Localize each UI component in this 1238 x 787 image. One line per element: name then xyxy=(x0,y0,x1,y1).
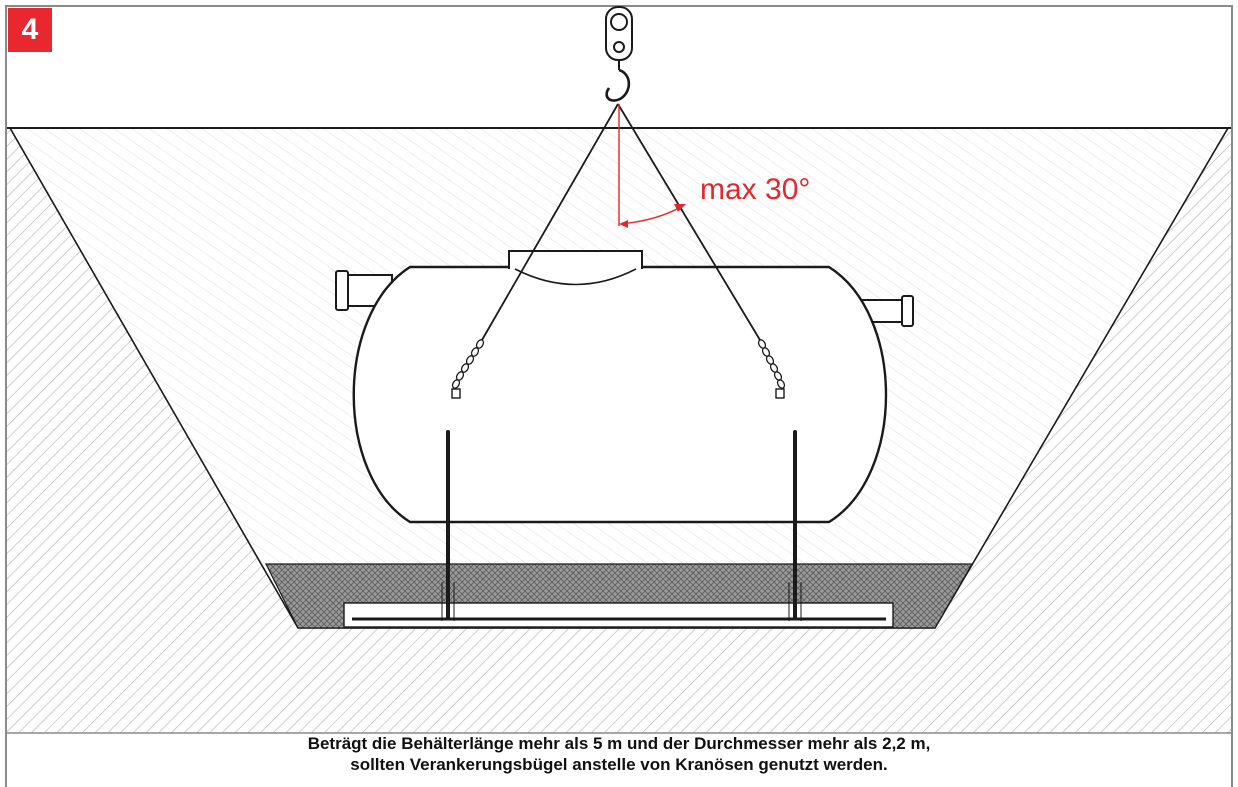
tank-dome-arc xyxy=(514,268,637,286)
max-angle-label: max 30° xyxy=(700,173,811,206)
anchor-strap-right xyxy=(788,430,802,621)
lifting-cable-right xyxy=(617,103,761,341)
chain-right xyxy=(757,339,786,389)
anchor-slab xyxy=(343,602,894,628)
lifting-eye-right xyxy=(775,388,785,399)
lifting-eye-left xyxy=(451,388,461,399)
lifting-cable-left xyxy=(481,103,619,341)
caption: Beträgt die Behälterlänge mehr als 5 m u… xyxy=(8,733,1230,787)
chain-left xyxy=(451,339,485,389)
step-number-badge: 4 xyxy=(8,8,52,52)
angle-indicator xyxy=(618,104,686,228)
tank-body xyxy=(352,265,888,524)
anchor-strap-left xyxy=(441,430,455,621)
crane-hook-icon xyxy=(605,6,633,102)
caption-line-1: Beträgt die Behälterlänge mehr als 5 m u… xyxy=(307,734,931,753)
caption-line-2: sollten Verankerungsbügel anstelle von K… xyxy=(350,755,888,774)
tank-dome xyxy=(508,250,643,269)
